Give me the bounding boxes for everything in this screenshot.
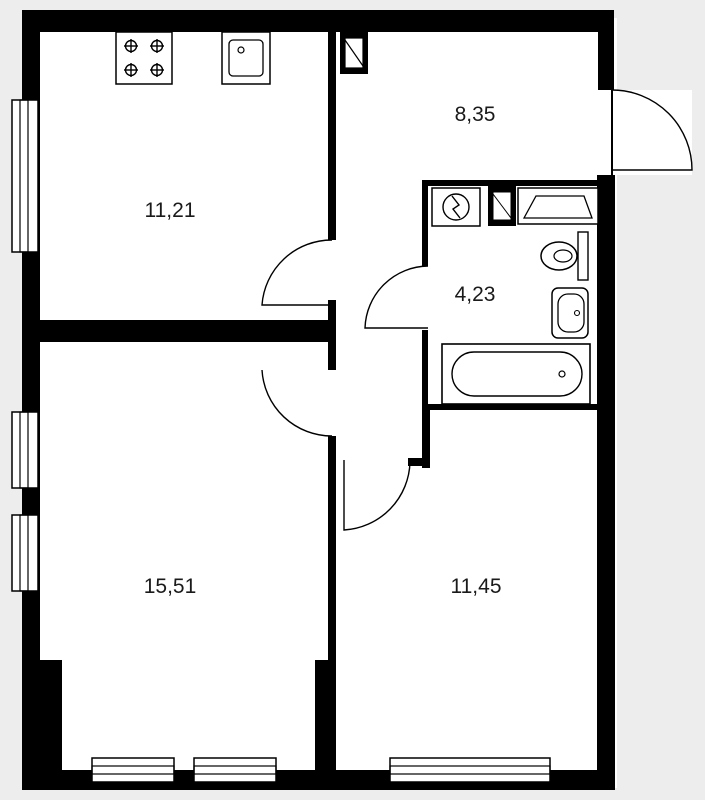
kitchen-door [261, 239, 333, 306]
washing-machine-icon [431, 187, 481, 227]
bedroom-area: 11,45 [451, 575, 502, 598]
bathroom-area: 4,23 [455, 283, 496, 306]
left-windows [11, 99, 39, 592]
living-room-area: 15,51 [144, 575, 197, 598]
bathtub-icon [441, 343, 591, 405]
toilet-icon [540, 231, 589, 281]
floor-area [22, 18, 692, 788]
kitchen-area: 11,21 [145, 199, 196, 222]
bedroom-door [343, 460, 411, 531]
washbasin-icon [551, 287, 589, 339]
kitchen-sink-icon [221, 31, 271, 85]
living-room-door [261, 369, 333, 437]
stove-icon [115, 31, 173, 85]
boiler-icon [488, 186, 516, 226]
hallway-area: 8,35 [455, 103, 496, 126]
bathroom-door [364, 265, 429, 329]
towel-dryer-icon [517, 187, 599, 225]
bottom-windows [91, 757, 551, 783]
entrance-door [611, 89, 693, 175]
electrical-panel-icon [344, 37, 364, 69]
